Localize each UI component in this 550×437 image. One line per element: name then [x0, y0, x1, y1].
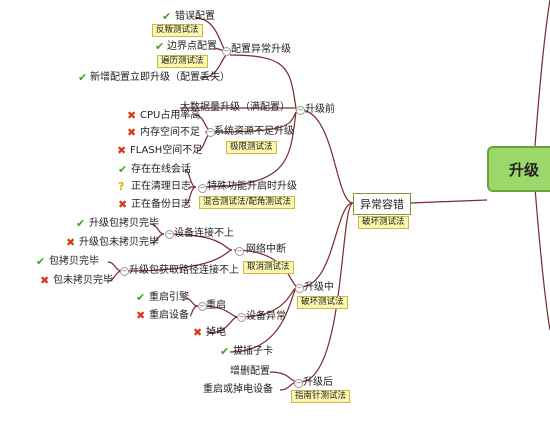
question-icon: ?	[118, 180, 125, 193]
network-collapse-toggle[interactable]: −	[235, 247, 244, 256]
check-icon: ✔	[155, 40, 165, 53]
resource-label[interactable]: 系统资源不足升级	[214, 126, 294, 137]
cross-icon: ✖	[118, 198, 128, 211]
pre-collapse-toggle[interactable]: −	[296, 106, 305, 115]
check-icon: ✔	[136, 291, 146, 304]
special-collapse-toggle[interactable]: −	[198, 184, 207, 193]
device-conn-item-2[interactable]: 升级包未拷贝完毕	[79, 237, 159, 248]
special-label[interactable]: 特殊功能开启时升级	[207, 181, 297, 192]
cross-icon: ✖	[66, 236, 76, 249]
cross-icon: ✖	[40, 274, 50, 287]
device-conn-label[interactable]: 设备连接不上	[174, 228, 234, 239]
reboot-label[interactable]: 重启	[206, 300, 226, 311]
path-item-1[interactable]: 包拷贝完毕	[49, 256, 99, 267]
special-tag: 混合测试法/配角测试法	[199, 196, 295, 209]
root-label: 升级	[508, 160, 539, 179]
network-label[interactable]: 网络中断	[246, 244, 286, 255]
path-label[interactable]: 升级包获取路径连接不上	[129, 265, 239, 276]
special-item-1[interactable]: 存在在线会话	[131, 164, 191, 175]
bigdata-label[interactable]: 大数据量升级（满配置）	[180, 102, 290, 113]
config-item-2[interactable]: 边界点配置	[167, 41, 217, 52]
network-tag: 取消测试法	[243, 261, 294, 274]
config-item-2-tag: 遍历测试法	[157, 55, 208, 68]
post-item-1[interactable]: 增删配置	[230, 366, 270, 377]
post-label[interactable]: 升级后	[303, 377, 333, 388]
reboot-toggle[interactable]: −	[198, 302, 207, 311]
post-toggle[interactable]: −	[294, 379, 303, 388]
post-item-2[interactable]: 重启或掉电设备	[203, 384, 273, 395]
main-node[interactable]: 异常容错	[353, 193, 411, 215]
check-icon: ✔	[162, 10, 172, 23]
resource-item-3[interactable]: FLASH空间不足	[130, 145, 203, 156]
cross-icon: ✖	[193, 326, 203, 339]
cross-icon: ✖	[127, 126, 137, 139]
mid-collapse-toggle[interactable]: −	[295, 284, 304, 293]
device-conn-item-1[interactable]: 升级包拷贝完毕	[89, 218, 159, 229]
config-item-3[interactable]: 新增配置立即升级（配置丢失）	[90, 72, 230, 83]
config-item-1[interactable]: 错误配置	[175, 11, 215, 22]
check-icon: ✔	[76, 217, 86, 230]
reboot-item-2[interactable]: 重启设备	[149, 310, 189, 321]
resource-item-1[interactable]: CPU占用率高	[140, 110, 201, 121]
config-label[interactable]: 配置异常升级	[231, 44, 291, 55]
path-toggle[interactable]: −	[120, 267, 129, 276]
check-icon: ✔	[220, 345, 230, 358]
resource-tag: 极限测试法	[226, 141, 277, 154]
cross-icon: ✖	[127, 109, 137, 122]
device-err-toggle[interactable]: −	[237, 313, 246, 322]
reboot-item-1[interactable]: 重启引擎	[149, 292, 189, 303]
main-label: 异常容错	[360, 198, 404, 211]
device-err-label[interactable]: 设备异常	[246, 311, 286, 322]
root-node[interactable]: 升级	[487, 146, 550, 192]
special-item-3[interactable]: 正在备份日志	[131, 199, 191, 210]
device-conn-toggle[interactable]: −	[165, 230, 174, 239]
mid-tag: 破坏测试法	[297, 296, 348, 309]
check-icon: ✔	[78, 71, 88, 84]
pre-label[interactable]: 升级前	[305, 104, 335, 115]
special-item-2[interactable]: 正在清理日志	[131, 181, 191, 192]
cross-icon: ✖	[136, 309, 146, 322]
cross-icon: ✖	[117, 144, 127, 157]
check-icon: ✔	[118, 163, 128, 176]
plug-label[interactable]: 拔插子卡	[233, 346, 273, 357]
main-tag: 破坏测试法	[358, 216, 409, 229]
resource-collapse-toggle[interactable]: −	[206, 128, 215, 137]
config-collapse-toggle[interactable]: −	[222, 47, 231, 56]
check-icon: ✔	[36, 255, 46, 268]
mid-label[interactable]: 升级中	[304, 282, 334, 293]
path-item-2[interactable]: 包未拷贝完毕	[53, 275, 113, 286]
poweroff-label[interactable]: 掉电	[206, 327, 226, 338]
config-item-1-tag: 反叛测试法	[152, 24, 203, 37]
post-tag: 指南针测试法	[291, 390, 351, 403]
resource-item-2[interactable]: 内存空间不足	[140, 127, 200, 138]
